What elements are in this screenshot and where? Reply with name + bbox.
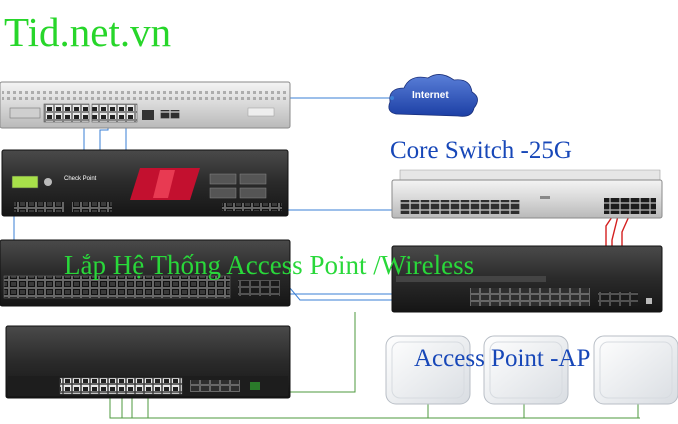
cable-poe-to-ap xyxy=(109,395,640,419)
access-point-2 xyxy=(483,335,569,405)
edge-router xyxy=(0,81,291,129)
firewall-appliance: Check Point xyxy=(1,149,289,217)
internet-label: Internet xyxy=(412,90,449,101)
firewall-brand: Check Point xyxy=(64,176,97,182)
access-point-1 xyxy=(385,335,471,405)
internet-cloud xyxy=(388,74,478,117)
access-point-3 xyxy=(593,335,678,405)
access-switch-48 xyxy=(0,239,291,307)
site-title: Tid.net.vn xyxy=(4,9,172,55)
green-cables xyxy=(109,312,640,419)
core-switch xyxy=(391,169,663,219)
cable-aggregation-to-poe xyxy=(268,312,356,393)
aggregation-switch xyxy=(391,245,663,313)
poe-switch xyxy=(5,325,291,399)
wireless-heading: Lắp Hệ Thống Access Point /Wireless xyxy=(64,250,475,280)
access-point-label: Access Point -AP xyxy=(414,345,591,372)
core-switch-label: Core Switch -25G xyxy=(390,137,572,164)
